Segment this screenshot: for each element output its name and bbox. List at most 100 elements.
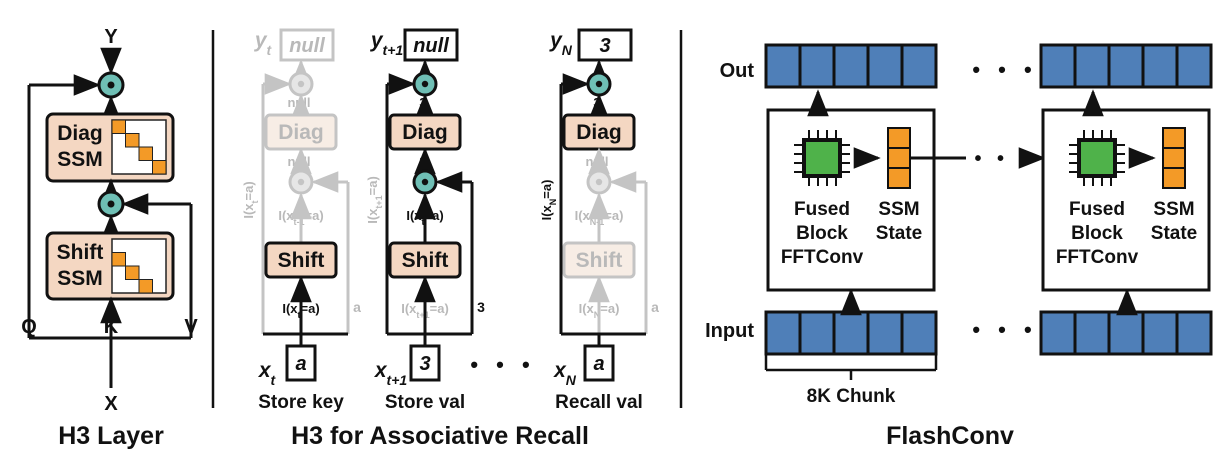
side-right-value: a <box>353 299 361 315</box>
step-label: Store key <box>258 392 344 413</box>
multiply-circle-icon <box>288 71 314 97</box>
chunk-cell <box>900 310 938 356</box>
diag-ssm-line2: SSM <box>57 148 103 171</box>
chip-icon <box>1069 130 1125 186</box>
diag-ssm-block: Diag SSM <box>45 112 175 183</box>
state-line1: SSM <box>1153 199 1194 220</box>
ssm-state-stack-icon <box>1162 127 1186 189</box>
step-label: Recall val <box>555 392 643 413</box>
multiply-circle-icon <box>412 71 438 97</box>
y-value-box <box>577 28 633 62</box>
h3-input-label: X <box>104 393 118 415</box>
q-label: Q <box>21 316 37 338</box>
y-value: null <box>289 35 325 57</box>
chunk-cell <box>1039 310 1077 356</box>
chunk-cell <box>1175 43 1213 89</box>
fused-line1: Fused <box>794 199 850 220</box>
recall-ellipsis: • • • <box>470 352 535 377</box>
out-chunk-row-2 <box>1039 43 1213 89</box>
chunk-cell <box>1107 43 1145 89</box>
below-diag-value: null <box>585 154 608 169</box>
v-label: V <box>184 316 198 338</box>
shift-label: Shift <box>402 249 449 272</box>
chunk-cell <box>764 310 802 356</box>
y-value: null <box>413 35 449 57</box>
chunk-cell <box>1141 43 1179 89</box>
side-right-value: 3 <box>477 299 485 315</box>
chunk-rows <box>764 43 1213 356</box>
input-chunk-row-1 <box>764 310 938 356</box>
chunk-cell <box>832 310 870 356</box>
diagonal-matrix-icon <box>111 119 167 175</box>
indicator-ind_low: I(xN=a) <box>579 301 620 320</box>
chip-icon <box>794 130 850 186</box>
flashconv-caption: FlashConv <box>886 422 1014 450</box>
y-value: 3 <box>599 35 610 57</box>
x-label: xN <box>553 359 577 388</box>
input-chunk-row-2 <box>1039 310 1213 356</box>
diag-label: Diag <box>278 121 324 144</box>
chunk-cell <box>1107 310 1145 356</box>
shift-label: Shift <box>278 249 325 272</box>
x-label: xt+1 <box>374 359 408 388</box>
fused-line2: Block <box>796 223 848 244</box>
fused-line3: FFTConv <box>781 247 864 268</box>
chunk-cell <box>1141 310 1179 356</box>
recall-caption: H3 for Associative Recall <box>291 422 589 450</box>
indicator-side_left: I(xt+1=a) <box>365 176 384 224</box>
multiply-circle-icon <box>288 169 314 195</box>
h3-output-label: Y <box>104 26 118 48</box>
flashconv-panel: Out Input • • • • • • <box>705 43 1213 450</box>
multiply-circle-icon <box>586 71 612 97</box>
x-value: a <box>593 353 604 375</box>
indicator-side_left: I(xN=a) <box>539 180 558 221</box>
x-value: a <box>295 353 306 375</box>
fused-line3: FFTConv <box>1056 247 1139 268</box>
chunk-cell <box>1073 43 1111 89</box>
multiply-circle-icon <box>97 71 125 99</box>
ssm-state-stack-icon <box>887 127 911 189</box>
state-ellipsis: • • • <box>974 148 1031 170</box>
shift-ssm-block: Shift SSM <box>45 231 175 301</box>
chunk-cell <box>798 310 836 356</box>
chunk-cell <box>1175 310 1213 356</box>
y-label: yt <box>254 29 273 58</box>
shift-ssm-line2: SSM <box>57 267 103 290</box>
shift-label: Shift <box>576 249 623 272</box>
y-label: yt+1 <box>370 29 404 58</box>
indicator-ind_low: I(xt+1=a) <box>401 301 449 320</box>
multiply-circle-icon <box>97 190 125 218</box>
x-value-box <box>409 344 441 382</box>
out-ellipsis: • • • <box>972 57 1037 82</box>
y-label: yN <box>549 29 573 58</box>
indicator-side_left: I(xt=a) <box>241 181 260 218</box>
k-label: K <box>104 316 119 338</box>
below-diag-value: null <box>287 154 310 169</box>
indicator-ind_low: I(xt=a) <box>282 301 319 320</box>
multiply-circle-icon <box>412 169 438 195</box>
diag-label: Diag <box>576 121 622 144</box>
x-value-box <box>583 344 615 382</box>
multiply-circle-icon <box>586 169 612 195</box>
out-label: Out <box>720 60 755 82</box>
chunk-cell <box>1039 43 1077 89</box>
chunk-cell <box>798 43 836 89</box>
x-value: 3 <box>419 353 430 375</box>
chunk-cell <box>1073 310 1111 356</box>
h3-layer-panel: Y Diag SSM <box>21 26 198 450</box>
chunk-label: 8K Chunk <box>807 386 896 407</box>
fused-line1: Fused <box>1069 199 1125 220</box>
shift-matrix-icon <box>111 238 167 294</box>
chunk-cell <box>832 43 870 89</box>
fused-block-1: Fused Block FFTConv SSM State <box>766 89 936 316</box>
chunk-bracket <box>764 354 938 380</box>
fused-line2: Block <box>1071 223 1123 244</box>
chunk-cell <box>866 43 904 89</box>
state-line2: State <box>876 223 922 244</box>
